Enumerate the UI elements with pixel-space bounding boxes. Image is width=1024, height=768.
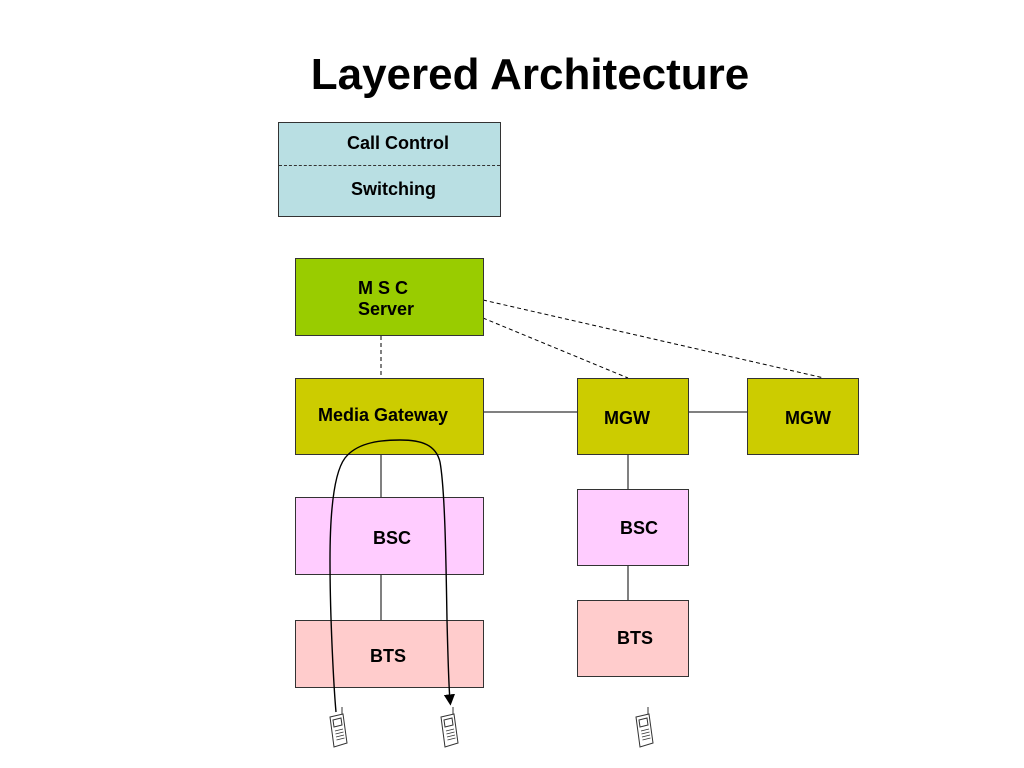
bsc-node-1: BSC (295, 497, 484, 575)
msc-server-node: M S C Server (295, 258, 484, 336)
mobile-phone-icon (440, 707, 459, 748)
bsc-2-label: BSC (620, 518, 659, 538)
mgw-node-3: MGW (747, 378, 859, 455)
media-gateway-node: Media Gateway (295, 378, 484, 455)
legend-divider (279, 165, 500, 166)
bsc-node-2: BSC (577, 489, 689, 566)
legend-call-control-label: Call Control (347, 133, 449, 153)
diagram-title: Layered Architecture (310, 50, 750, 99)
mobile-phone-icon (635, 707, 654, 748)
mgw-node-2: MGW (577, 378, 689, 455)
bsc-1-label: BSC (373, 528, 412, 548)
dashed-link-msc-mgw-3 (482, 299, 825, 379)
legend-box: Call Control Switching (278, 122, 501, 217)
mgw-2-label: MGW (604, 408, 650, 428)
bts-node-2: BTS (577, 600, 689, 677)
mgw-3-label: MGW (785, 408, 831, 428)
dashed-link-msc-mgw-2 (482, 317, 629, 379)
call-path-curve (329, 439, 456, 713)
bts-1-label: BTS (370, 646, 406, 666)
bts-node-1: BTS (295, 620, 484, 688)
mobile-phone-icon (329, 707, 348, 748)
legend-switching-label: Switching (351, 179, 436, 199)
bts-2-label: BTS (617, 628, 653, 648)
media-gateway-label: Media Gateway (318, 405, 449, 425)
msc-server-label: M S C Server (358, 278, 415, 319)
